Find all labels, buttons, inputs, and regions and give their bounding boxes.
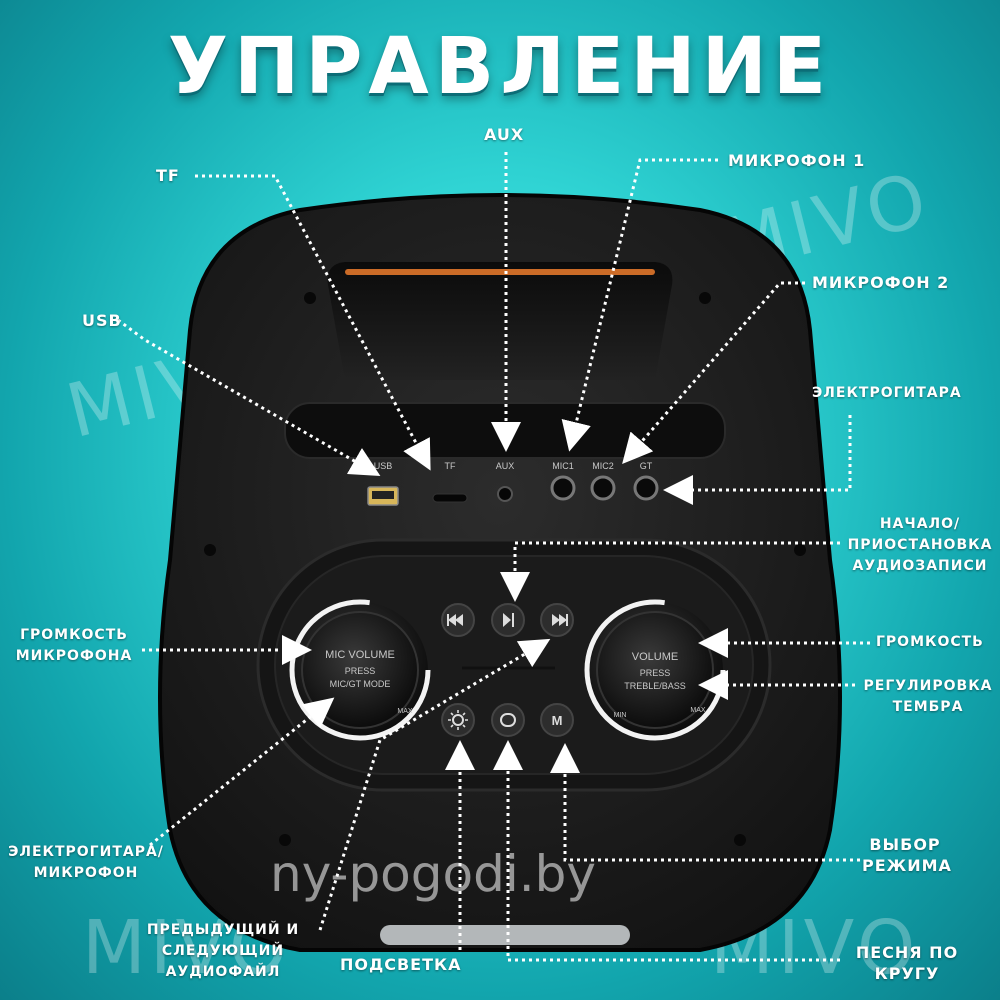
label-mic-volume: ГРОМКОСТЬ МИКРОФОНА [4, 625, 144, 667]
label-play-pause: НАЧАЛО/ ПРИОСТАНОВКА АУДИОЗАПИСИ [840, 514, 1000, 577]
label-mode: ВЫБОР РЕЖИМА [862, 834, 952, 876]
label-repeat-line2: КРУГУ [874, 964, 940, 983]
label-prev-next-line3: АУДИОФАЙЛ [165, 964, 281, 980]
play-pause-icon[interactable] [503, 613, 514, 627]
label-play-pause-line3: АУДИОЗАПИСИ [852, 558, 988, 574]
page-title: УПРАВЛЕНИЕ [167, 22, 833, 112]
mic-knob-mode: MIC/GT MODE [330, 679, 391, 689]
vol-knob-mode: TREBLE/BASS [624, 681, 686, 691]
label-volume: ГРОМКОСТЬ [876, 634, 984, 650]
port-label-gt: GT [640, 461, 653, 471]
label-mic2: МИКРОФОН 2 [812, 273, 950, 292]
label-tone-line1: РЕГУЛИРОВКА [863, 678, 993, 694]
port-label-usb: USB [374, 461, 393, 471]
label-tone: РЕГУЛИРОВКА ТЕМБРА [858, 676, 998, 718]
label-prev-next-line1: ПРЕДЫДУЩИЙ И [146, 922, 300, 938]
light-icon[interactable] [448, 710, 468, 730]
label-guitar: ЭЛЕКТРОГИТАРА [812, 385, 962, 401]
label-guitar-mic-line2: МИКРОФОН [33, 865, 139, 881]
port-label-aux: AUX [496, 461, 515, 471]
label-aux: AUX [484, 125, 525, 144]
mic-knob-max: MAX [397, 708, 413, 715]
label-repeat: ПЕСНЯ ПО КРУГУ [848, 942, 966, 984]
prev-icon[interactable] [447, 614, 463, 626]
vol-knob-title: VOLUME [632, 651, 678, 663]
label-tone-line2: ТЕМБРА [892, 699, 964, 715]
port-label-mic2: MIC2 [592, 461, 614, 471]
vol-knob-press: PRESS [640, 668, 671, 678]
label-usb: USB [82, 311, 122, 330]
next-icon[interactable] [552, 614, 568, 626]
label-play-pause-line2: ПРИОСТАНОВКА [847, 537, 993, 553]
mic-knob-press: PRESS [345, 666, 376, 676]
label-mic-volume-line1: ГРОМКОСТЬ [20, 627, 128, 643]
label-mode-line2: РЕЖИМА [862, 856, 952, 875]
label-light: ПОДСВЕТКА [340, 955, 462, 974]
port-label-tf: TF [445, 461, 456, 471]
label-mic-volume-line2: МИКРОФОНА [15, 648, 133, 664]
label-mic1: МИКРОФОН 1 [728, 151, 866, 170]
label-guitar-mic: ЭЛЕКТРОГИТАРА/ МИКРОФОН [0, 842, 172, 884]
label-guitar-mic-line1: ЭЛЕКТРОГИТАРА/ [8, 844, 164, 860]
mic-knob-title: MIC VOLUME [325, 649, 395, 661]
label-play-pause-line1: НАЧАЛО/ [879, 516, 961, 532]
port-label-mic1: MIC1 [552, 461, 574, 471]
label-tf: TF [156, 166, 180, 185]
label-prev-next: ПРЕДЫДУЩИЙ И СЛЕДУЮЩИЙ АУДИОФАЙЛ [138, 920, 308, 983]
repeat-icon[interactable] [500, 713, 516, 727]
vol-knob-min: MIN [614, 712, 627, 719]
site-watermark: ny-pogodi.by [270, 845, 596, 903]
label-prev-next-line2: СЛЕДУЮЩИЙ [161, 943, 285, 959]
label-mode-line1: ВЫБОР [869, 835, 941, 854]
label-repeat-line1: ПЕСНЯ ПО [855, 943, 959, 962]
mode-icon: M [552, 713, 563, 728]
vol-knob-max: MAX [690, 707, 706, 714]
